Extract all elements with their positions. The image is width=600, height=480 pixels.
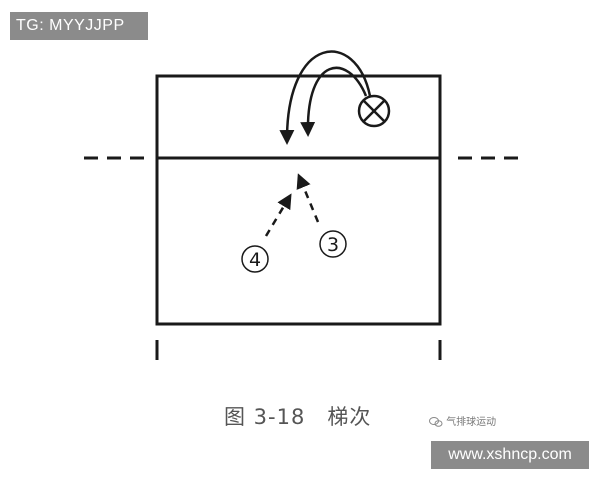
circle-x-icon — [357, 94, 391, 128]
figure-title: 梯次 — [327, 405, 372, 429]
curved-arrow-outer — [279, 50, 372, 145]
figure-number: 图 3-18 — [224, 405, 306, 429]
brand-label: 气排球运动 — [429, 413, 496, 428]
player-3-label: 3 — [327, 234, 339, 256]
wechat-icon — [429, 417, 443, 427]
watermark-bottom: www.xshncp.com — [431, 441, 589, 469]
court-boundary — [155, 74, 442, 326]
curved-arrow-inner — [300, 66, 368, 137]
player-4-label: 4 — [249, 249, 261, 271]
dashed-arrow-player-4 — [264, 193, 292, 237]
brand-name: 气排球运动 — [446, 417, 497, 428]
dashed-arrow-player-3 — [296, 173, 320, 223]
figure-caption: 图 3-18 梯次 — [224, 401, 371, 431]
player-marker-3: 3 — [319, 230, 347, 258]
watermark-top: TG: MYYJJPP — [10, 12, 148, 40]
player-marker-4: 4 — [241, 245, 269, 273]
